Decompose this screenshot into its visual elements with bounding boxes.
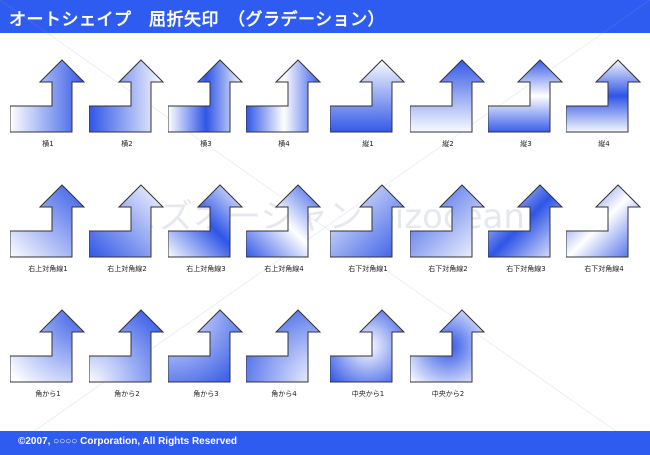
bent-arrow-shape-item: 右下対角線1 bbox=[330, 183, 406, 278]
bent-arrow-shape-item: 横2 bbox=[89, 58, 165, 153]
bent-arrow-shape-item: 横1 bbox=[10, 58, 86, 153]
shape-label: 右下対角線4 bbox=[584, 265, 624, 273]
shape-label: 右下対角線2 bbox=[428, 265, 468, 273]
bent-arrow-icon bbox=[246, 309, 322, 383]
shape-label: 縦4 bbox=[598, 140, 610, 148]
bent-arrow-shape-item: 右下対角線2 bbox=[410, 183, 486, 278]
header-bar: オートシェイプ 屈折矢印 （グラデーション） bbox=[0, 0, 650, 33]
bent-arrow-shape-item: 右上対角線2 bbox=[89, 183, 165, 278]
shape-label: 横1 bbox=[42, 140, 54, 148]
bent-arrow-shape-item: 縦2 bbox=[410, 58, 486, 153]
shape-label: 右上対角線2 bbox=[107, 265, 147, 273]
shape-label: 右下対角線3 bbox=[506, 265, 546, 273]
shape-label: 角から4 bbox=[271, 390, 297, 398]
bent-arrow-icon bbox=[566, 184, 642, 258]
bent-arrow-shape-item: 右下対角線3 bbox=[488, 183, 564, 278]
bent-arrow-shape-item: 右上対角線3 bbox=[168, 183, 244, 278]
copyright-text: ©2007, ○○○○ Corporation, All Rights Rese… bbox=[18, 436, 237, 447]
bent-arrow-icon bbox=[488, 59, 564, 133]
bent-arrow-icon bbox=[246, 59, 322, 133]
page-title: オートシェイプ 屈折矢印 （グラデーション） bbox=[9, 10, 386, 30]
bent-arrow-icon bbox=[168, 184, 244, 258]
shape-label: 角から3 bbox=[193, 390, 219, 398]
shape-label: 右上対角線3 bbox=[186, 265, 226, 273]
bent-arrow-shape-item: 横4 bbox=[246, 58, 322, 153]
shape-label: 中央から1 bbox=[351, 390, 385, 398]
shape-label: 横3 bbox=[200, 140, 212, 148]
bent-arrow-icon bbox=[410, 59, 486, 133]
bent-arrow-icon bbox=[330, 309, 406, 383]
shape-label: 角から1 bbox=[35, 390, 61, 398]
bent-arrow-shape-item: 右上対角線1 bbox=[10, 183, 86, 278]
bent-arrow-icon bbox=[410, 184, 486, 258]
bent-arrow-shape-item: 中央から1 bbox=[330, 308, 406, 403]
bent-arrow-shape-item: 縦3 bbox=[488, 58, 564, 153]
footer-bar: ©2007, ○○○○ Corporation, All Rights Rese… bbox=[0, 431, 650, 455]
bent-arrow-shape-item: 中央から2 bbox=[410, 308, 486, 403]
shape-label: 横2 bbox=[121, 140, 133, 148]
bent-arrow-icon bbox=[488, 184, 564, 258]
bent-arrow-icon bbox=[10, 59, 86, 133]
shape-label: 縦1 bbox=[362, 140, 374, 148]
bent-arrow-shape-item: 右下対角線4 bbox=[566, 183, 642, 278]
bent-arrow-icon bbox=[89, 184, 165, 258]
shape-label: 角から2 bbox=[114, 390, 140, 398]
shape-label: 中央から2 bbox=[431, 390, 465, 398]
bent-arrow-icon bbox=[10, 309, 86, 383]
bent-arrow-shape-item: 角から2 bbox=[89, 308, 165, 403]
shape-label: 縦3 bbox=[520, 140, 532, 148]
bent-arrow-icon bbox=[330, 184, 406, 258]
bent-arrow-icon bbox=[89, 309, 165, 383]
bent-arrow-shape-item: 右上対角線4 bbox=[246, 183, 322, 278]
shape-label: 右上対角線1 bbox=[28, 265, 68, 273]
bent-arrow-shape-item: 角から4 bbox=[246, 308, 322, 403]
bent-arrow-icon bbox=[10, 184, 86, 258]
bent-arrow-shape-item: 角から3 bbox=[168, 308, 244, 403]
shape-label: 横4 bbox=[278, 140, 290, 148]
shape-label: 右上対角線4 bbox=[264, 265, 304, 273]
bent-arrow-icon bbox=[168, 59, 244, 133]
bent-arrow-icon bbox=[168, 309, 244, 383]
bent-arrow-icon bbox=[566, 59, 642, 133]
bent-arrow-shape-item: 横3 bbox=[168, 58, 244, 153]
bent-arrow-shape-item: 縦4 bbox=[566, 58, 642, 153]
bent-arrow-shape-item: 角から1 bbox=[10, 308, 86, 403]
shape-label: 右下対角線1 bbox=[348, 265, 388, 273]
shape-label: 縦2 bbox=[442, 140, 454, 148]
bent-arrow-shape-item: 縦1 bbox=[330, 58, 406, 153]
bent-arrow-icon bbox=[330, 59, 406, 133]
bent-arrow-icon bbox=[410, 309, 486, 383]
bent-arrow-icon bbox=[246, 184, 322, 258]
bent-arrow-icon bbox=[89, 59, 165, 133]
